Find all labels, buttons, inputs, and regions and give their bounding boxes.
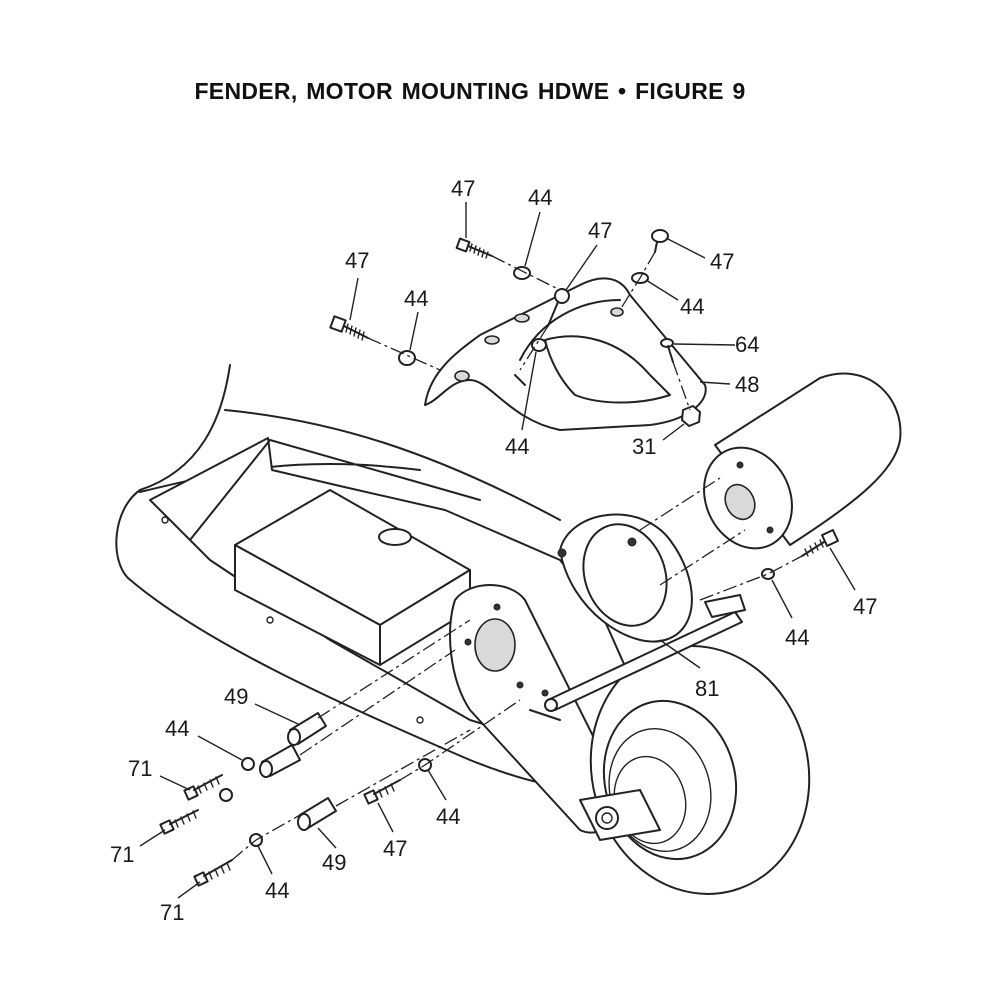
callout-48: 48 bbox=[735, 372, 759, 397]
callout-81: 81 bbox=[695, 676, 719, 701]
hardware bbox=[159, 229, 839, 887]
motor bbox=[703, 372, 902, 550]
callout-44: 44 bbox=[265, 878, 289, 903]
callout-47: 47 bbox=[588, 218, 612, 243]
callout-47: 47 bbox=[345, 248, 369, 273]
callout-44: 44 bbox=[528, 185, 552, 210]
callout-44: 44 bbox=[505, 434, 529, 459]
callout-44: 44 bbox=[785, 625, 809, 650]
callout-71: 71 bbox=[110, 842, 134, 867]
callout-47: 47 bbox=[853, 594, 877, 619]
callout-64: 64 bbox=[735, 332, 759, 357]
motor-mount-plate bbox=[449, 584, 622, 834]
figure-title: FENDER, MOTOR MOUNTING HDWE • FIGURE 9 bbox=[194, 78, 746, 104]
callout-44: 44 bbox=[680, 294, 704, 319]
rear-wheel bbox=[579, 645, 811, 895]
callout-49: 49 bbox=[322, 850, 346, 875]
callout-47: 47 bbox=[383, 836, 407, 861]
callout-71: 71 bbox=[128, 756, 152, 781]
callout-44: 44 bbox=[436, 804, 460, 829]
callout-44: 44 bbox=[165, 716, 189, 741]
callout-31: 31 bbox=[632, 434, 656, 459]
assembly-center-lines bbox=[231, 251, 803, 861]
callout-labels: 47 44 47 47 47 44 44 64 48 44 31 47 44 8… bbox=[110, 176, 877, 925]
callout-47: 47 bbox=[451, 176, 475, 201]
callout-47: 47 bbox=[710, 249, 734, 274]
chain-guard-81 bbox=[544, 594, 746, 712]
callout-71: 71 bbox=[160, 900, 184, 925]
battery-box bbox=[234, 489, 471, 666]
fender-48 bbox=[424, 277, 707, 431]
callout-44: 44 bbox=[404, 286, 428, 311]
leader-lines bbox=[139, 202, 856, 899]
callout-49: 49 bbox=[224, 684, 248, 709]
motor-bracket-ring bbox=[557, 513, 693, 643]
